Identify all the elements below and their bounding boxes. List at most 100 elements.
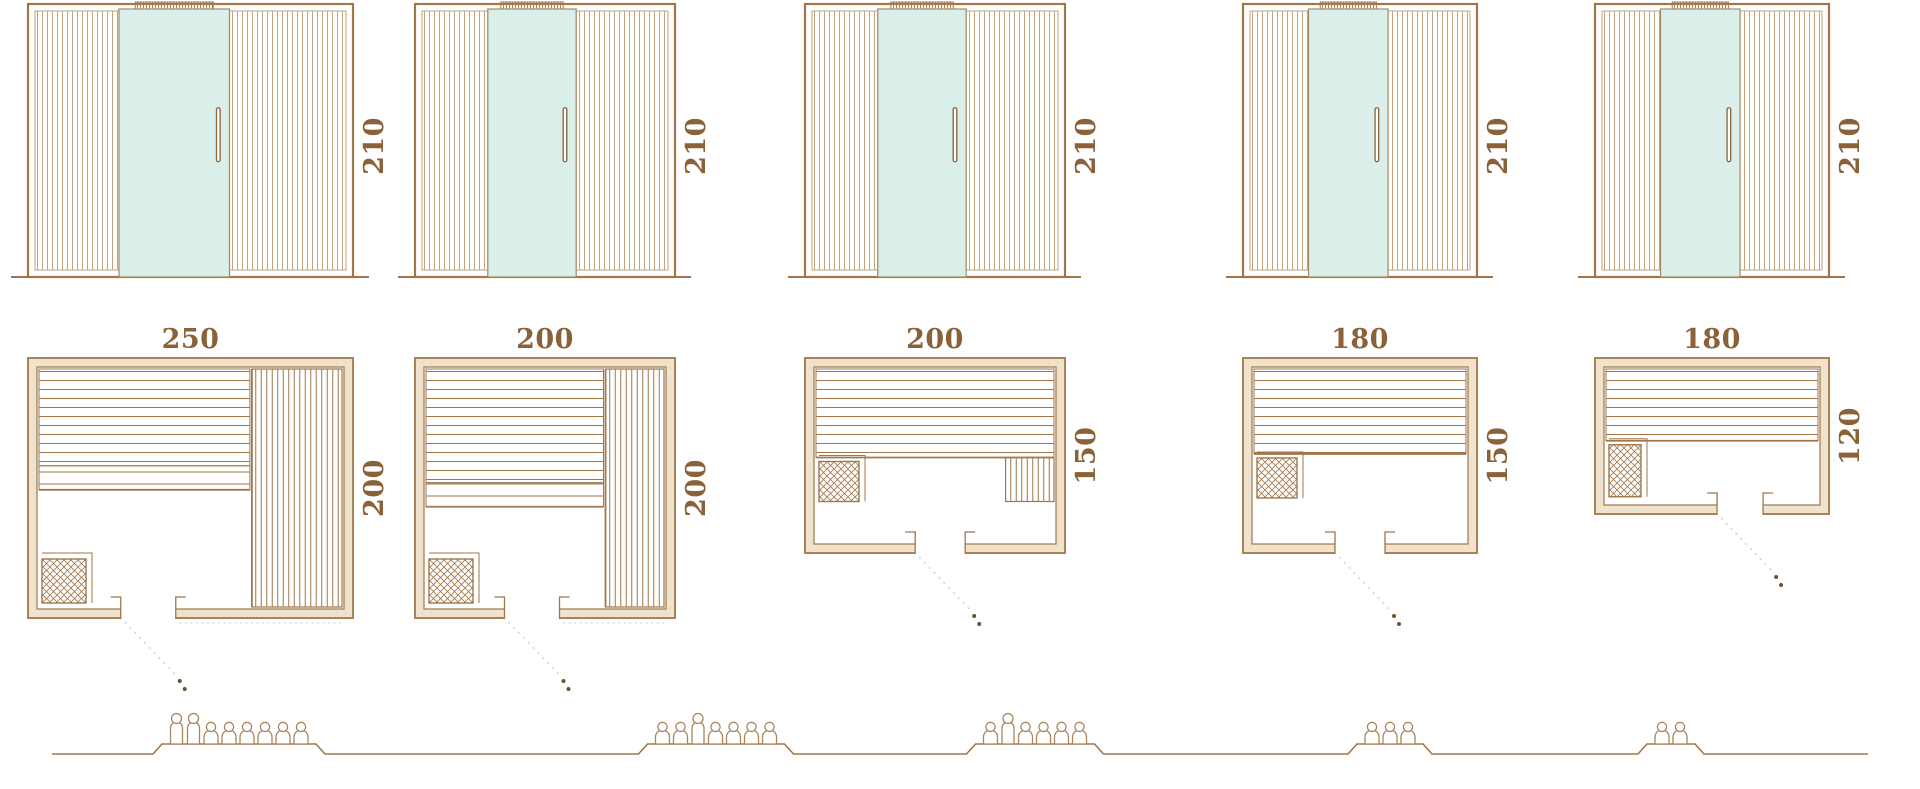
person-icon <box>707 721 724 745</box>
width-dimension-label: 200 <box>516 324 574 355</box>
wall-slats-right <box>1739 10 1823 271</box>
door-jamb-right <box>964 531 976 554</box>
door-jamb-left <box>1707 492 1718 515</box>
depth-dimension-label: 200 <box>681 459 712 517</box>
vent-strip <box>134 1 214 10</box>
person-icon <box>1035 721 1052 745</box>
person-icon <box>1400 721 1416 745</box>
depth-dimension-label: 150 <box>1071 427 1102 485</box>
swing-end-dot <box>972 614 977 618</box>
door-jamb-right <box>1384 531 1395 554</box>
sauna-elevation: 210 <box>10 1 390 279</box>
width-dimension-label: 250 <box>161 324 219 355</box>
door-jamb-right <box>1762 492 1774 515</box>
door-opening <box>1335 543 1385 555</box>
heater-guard <box>819 455 866 502</box>
person-icon <box>1001 712 1015 745</box>
sauna-elevation: 210 <box>1578 1 1866 279</box>
wall-slats-left <box>1249 10 1310 271</box>
person-icon <box>1071 721 1088 745</box>
door-jamb-right <box>558 596 570 619</box>
sauna-elevation: 210 <box>1226 1 1514 279</box>
heater-icon <box>40 558 87 604</box>
heater-guard <box>1609 438 1648 497</box>
swing-end-dot <box>1397 622 1401 626</box>
person-icon <box>743 721 760 745</box>
person-icon <box>257 721 273 745</box>
bench-top <box>1253 368 1467 455</box>
door-handle-icon <box>562 107 568 163</box>
vent-strip <box>500 1 564 10</box>
vent-strip <box>890 1 954 10</box>
door-jamb-left <box>905 531 916 554</box>
wall-slats-left <box>1601 10 1662 271</box>
wall-slats-right <box>965 10 1059 271</box>
door-opening <box>1717 504 1764 516</box>
wall-slats-right <box>575 10 669 271</box>
person-icon <box>1017 721 1034 745</box>
capacity-row <box>52 712 1868 755</box>
heater-guard <box>429 552 480 603</box>
door-swing-icon <box>507 621 560 675</box>
height-dimension-label: 210 <box>359 117 390 175</box>
bench-top <box>425 368 604 484</box>
door-opening <box>120 608 176 620</box>
height-dimension-label: 210 <box>1071 117 1102 175</box>
door-handle-icon <box>1374 107 1380 163</box>
bench-side <box>250 368 343 608</box>
sauna-floor-plan: 200 150 <box>804 324 1102 626</box>
person-icon <box>239 721 255 745</box>
swing-end-dot <box>1392 614 1396 618</box>
door-jamb-left <box>1325 531 1336 554</box>
person-icon <box>221 721 237 745</box>
swing-end-dot <box>977 622 982 626</box>
height-dimension-label: 210 <box>681 117 712 175</box>
bench-step <box>425 482 604 508</box>
swing-end-dot <box>566 687 571 691</box>
wall-slats-left <box>421 10 489 271</box>
person-icon <box>275 721 291 745</box>
person-icon <box>725 721 742 745</box>
person-icon <box>1364 721 1380 745</box>
person-icon <box>761 721 778 745</box>
door-handle-icon <box>215 107 221 163</box>
person-icon <box>186 712 201 745</box>
height-dimension-label: 210 <box>1835 117 1866 175</box>
person-icon <box>169 712 184 745</box>
width-dimension-label: 200 <box>906 324 964 355</box>
capacity-group <box>1364 721 1416 745</box>
wall-slats-right <box>228 10 346 271</box>
vent-strip <box>1319 1 1377 10</box>
door-swing-icon <box>918 556 970 610</box>
glass-door <box>487 8 577 278</box>
glass-door <box>117 8 230 278</box>
capacity-group <box>654 712 778 745</box>
sauna-elevation: 210 <box>788 1 1102 279</box>
heater-icon <box>1608 444 1642 498</box>
person-icon <box>1053 721 1070 745</box>
wall-slats-right <box>1387 10 1471 271</box>
sauna-elevation: 210 <box>398 1 712 279</box>
vent-strip <box>1671 1 1729 10</box>
door-swing-icon <box>1720 517 1772 571</box>
person-icon <box>293 721 309 745</box>
bench-top <box>815 368 1055 458</box>
person-icon <box>982 721 999 745</box>
door-opening <box>915 543 966 555</box>
swing-end-dot <box>1779 583 1784 587</box>
bench-top <box>38 368 250 467</box>
bench-side <box>1005 456 1055 503</box>
width-dimension-label: 180 <box>1331 324 1389 355</box>
heater-guard <box>1257 451 1304 498</box>
door-jamb-left <box>110 596 121 619</box>
bench-top <box>1605 368 1819 442</box>
door-jamb-right <box>174 596 186 619</box>
person-icon <box>672 721 689 745</box>
depth-dimension-label: 200 <box>359 459 390 517</box>
swing-end-dot <box>561 679 566 683</box>
door-swing-icon <box>123 621 175 675</box>
person-icon <box>654 721 671 745</box>
wall-slats-left <box>811 10 879 271</box>
